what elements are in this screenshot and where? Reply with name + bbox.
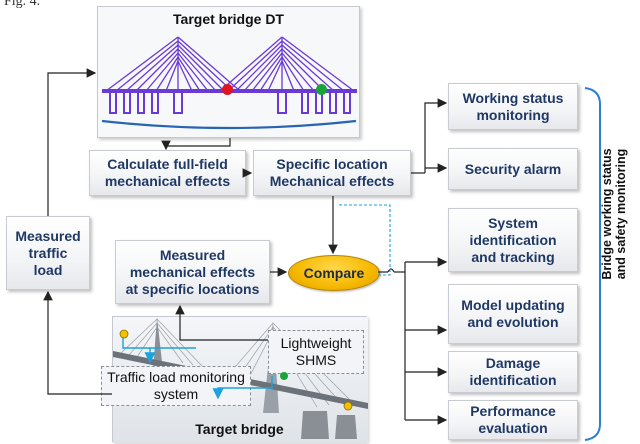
measured-mechanical-effects-box: Measured mechanical effects at specific … xyxy=(115,240,270,304)
calculate-full-field-box: Calculate full-field mechanical effects xyxy=(89,150,246,196)
digital-twin-title: Target bridge DT xyxy=(173,11,284,27)
figure-label: Fig. 4. xyxy=(4,0,41,9)
traffic-load-monitoring-label: Traffic load monitoring system xyxy=(101,366,251,406)
sensor-red-dot xyxy=(222,84,233,95)
sensor-green-dot xyxy=(316,84,327,95)
working-status-box: Working status monitoring xyxy=(448,83,578,130)
specific-location-box: Specific location Mechanical effects xyxy=(253,150,411,196)
physical-bridge-title: Target bridge xyxy=(195,421,284,437)
model-updating-box: Model updating and evolution xyxy=(448,284,578,344)
digital-twin-panel: Target bridge DT xyxy=(97,6,360,138)
measured-traffic-load-box: Measured traffic load xyxy=(6,216,90,290)
security-alarm-box: Security alarm xyxy=(448,148,578,190)
lightweight-shms-label: Lightweight SHMS xyxy=(268,330,364,374)
system-identification-box: System identification and tracking xyxy=(448,208,578,272)
compare-node: Compare xyxy=(288,255,380,291)
damage-identification-box: Damage identification xyxy=(448,351,578,393)
performance-evaluation-box: Performance evaluation xyxy=(448,400,578,440)
